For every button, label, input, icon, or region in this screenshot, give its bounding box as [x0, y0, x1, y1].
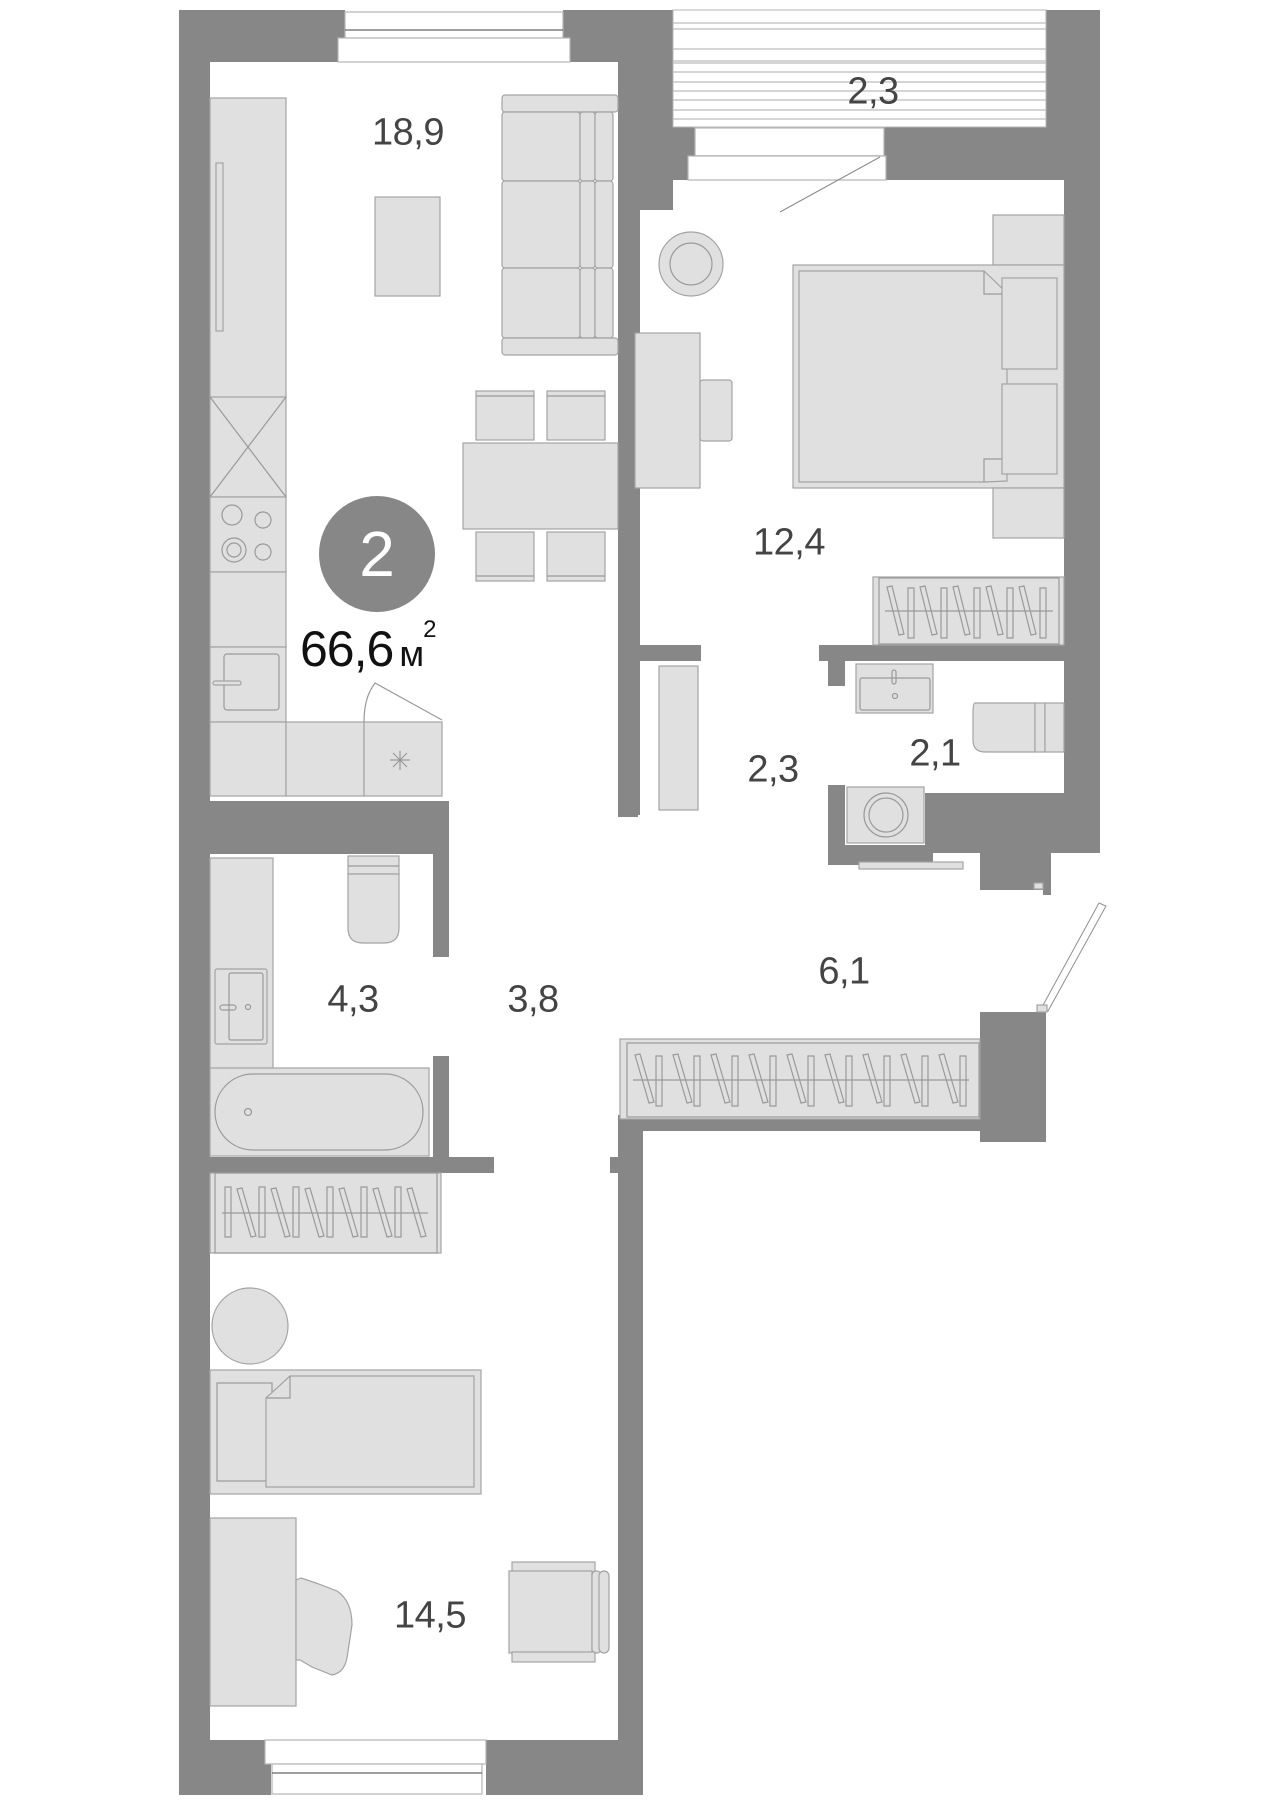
room-area-wc: 2,1: [909, 732, 961, 775]
kitchen-furniture: [209, 97, 443, 797]
chair: [475, 390, 535, 441]
wc-furniture: [658, 663, 1065, 890]
room-area-kids-room: 14,5: [394, 1594, 466, 1637]
nightstand: [992, 214, 1065, 266]
dining-table: [462, 442, 619, 530]
windows: [264, 11, 887, 1795]
chair: [475, 531, 535, 582]
living-furniture: [374, 94, 619, 582]
washbasin: [855, 663, 934, 714]
kids-room-furniture: [209, 1172, 610, 1707]
balcony-deck: [672, 9, 1047, 128]
shelf: [658, 665, 699, 811]
coffee-table: [374, 196, 441, 297]
room-area-balcony: 2,3: [847, 70, 899, 113]
room-area-corridor: 2,3: [747, 748, 799, 791]
nightstand: [992, 487, 1065, 539]
room-area-living-kitchen: 18,9: [372, 111, 444, 154]
chair: [546, 390, 606, 441]
armchair-round: [658, 231, 724, 297]
toilet: [347, 855, 400, 875]
toilet: [972, 702, 1036, 753]
desk: [209, 1517, 297, 1707]
sofa: [501, 94, 619, 113]
room-area-bathroom: 4,3: [327, 978, 379, 1021]
room-area-hall: 3,8: [507, 978, 559, 1021]
total-area-unit: м: [399, 633, 424, 674]
desk-chair: [295, 1577, 353, 1676]
entrance-wardrobe: [619, 1038, 981, 1120]
room-area-bedroom: 12,4: [753, 521, 825, 564]
room-area-entrance-hall: 6,1: [818, 950, 870, 993]
walls: [179, 10, 1100, 1795]
washing-machine: [846, 786, 925, 844]
pillow: [1001, 277, 1058, 370]
bathtub: [209, 1067, 430, 1157]
entrance: [619, 902, 1107, 1120]
chair: [546, 531, 606, 582]
washbasin: [214, 968, 268, 1045]
desk: [634, 332, 701, 489]
bathroom-furniture: [209, 855, 430, 1157]
pillow: [1001, 383, 1058, 475]
rooms-count-badge: 2: [319, 496, 435, 612]
hob: [209, 496, 287, 573]
pouf: [211, 1287, 289, 1365]
total-area-value: 66,6: [300, 621, 394, 677]
total-area-unit-power: 2: [423, 616, 436, 643]
bedroom-furniture: [634, 214, 1065, 646]
